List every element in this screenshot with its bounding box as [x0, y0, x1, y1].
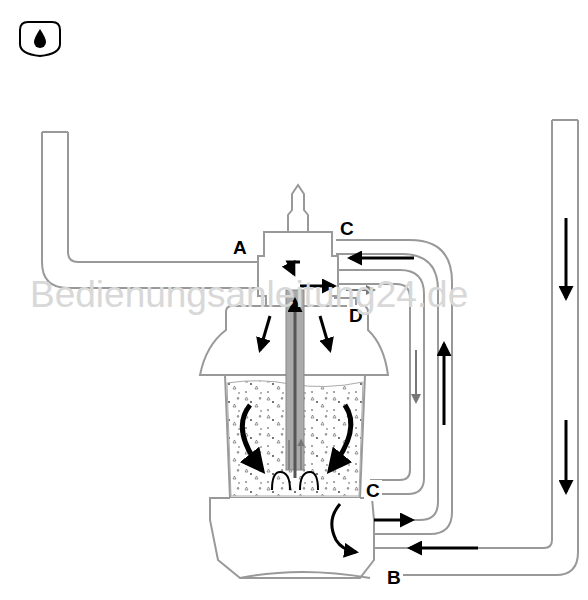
part-label: B — [385, 567, 403, 588]
flow-arrows — [242, 218, 566, 552]
center-tube — [272, 290, 318, 490]
watermark: Bedienungsanleitung24.de — [30, 276, 468, 313]
part-label: C — [338, 218, 356, 239]
drop-icon — [20, 22, 60, 56]
part-label: A — [231, 237, 249, 258]
part-label: C — [364, 480, 382, 501]
